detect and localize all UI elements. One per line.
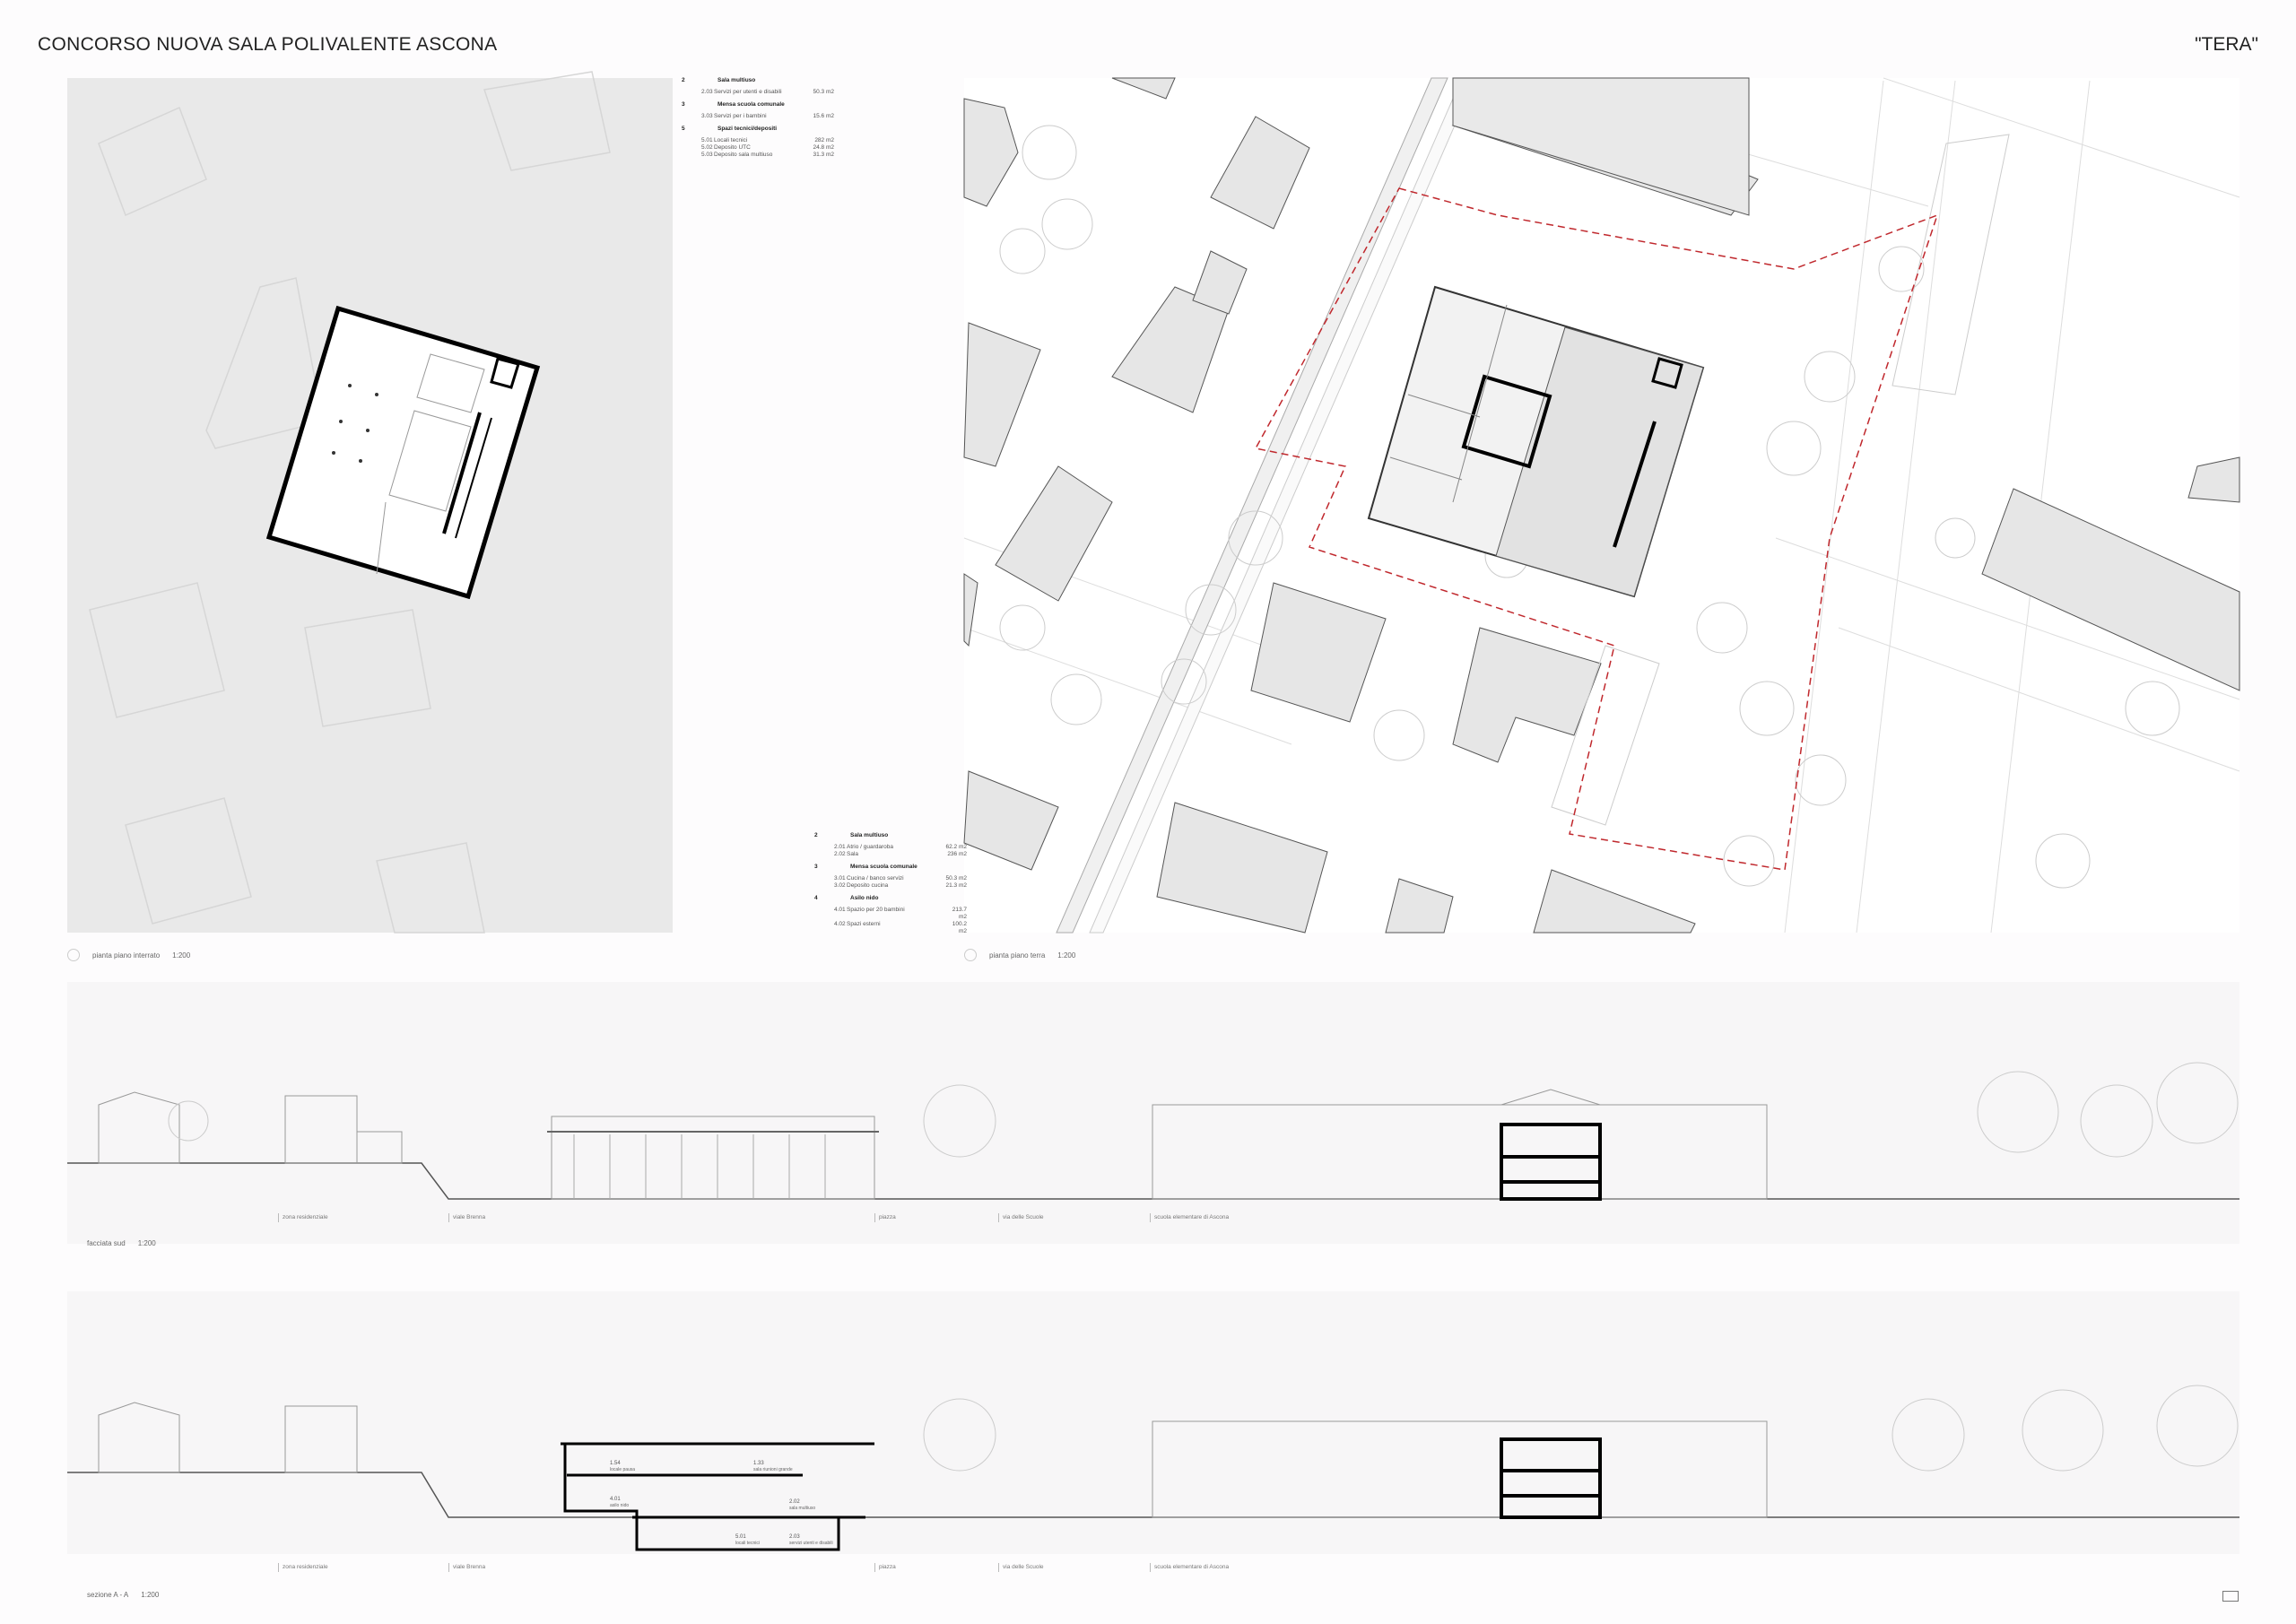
section-room-label: locale pausa (610, 1467, 635, 1472)
legend-group-title: Spazi tecnici/depositi (718, 126, 778, 132)
legend-group-title: Mensa scuola comunale (718, 101, 785, 108)
board-marker-icon (2222, 1591, 2239, 1602)
section-room-label: locali tecnici (735, 1541, 760, 1546)
legend-group-number: 3 (682, 101, 685, 108)
section-room-code: 2.02 (789, 1499, 800, 1505)
ground-label: zona residenziale (278, 1563, 328, 1572)
section-room-code: 5.01 (735, 1534, 746, 1540)
north-arrow-icon (964, 949, 977, 961)
south-elevation (67, 982, 2239, 1244)
ground-label: piazza (874, 1213, 896, 1222)
section-room-code: 4.01 (610, 1497, 621, 1502)
section-room-label: sala multiuso (789, 1506, 815, 1511)
legend-group-number: 4 (814, 895, 818, 901)
section-room-label: sala riunioni grande (753, 1467, 793, 1472)
section-room-code: 1.33 (753, 1461, 764, 1466)
legend-group-title: Sala multiuso (718, 77, 756, 83)
section-room-code: 1.54 (610, 1461, 621, 1466)
section-a-a: 1.54 locale pausa 1.33 sala riunioni gra… (67, 1291, 2239, 1554)
ground-label: scuola elementare di Ascona (1150, 1563, 1229, 1572)
legend-group-number: 2 (814, 832, 818, 838)
legend-group-title: Asilo nido (850, 895, 879, 901)
caption-elevation: facciata sud 1:200 (87, 1239, 156, 1247)
legend-group-number: 2 (682, 77, 685, 83)
ground-label: via delle Scuole (998, 1213, 1044, 1222)
ground-plan (963, 77, 2240, 934)
site-boundary (1254, 187, 1939, 871)
caption-basement: pianta piano interrato 1:200 (67, 949, 190, 961)
ground-label: piazza (874, 1563, 896, 1572)
section-room-label: asilo nido (610, 1503, 629, 1508)
legend-group-title: Sala multiuso (850, 832, 889, 838)
ground-label: scuola elementare di Ascona (1150, 1213, 1229, 1222)
legend-group-number: 3 (814, 864, 818, 870)
ground-label: viale Brenna (448, 1213, 485, 1222)
north-arrow-icon (67, 949, 80, 961)
ground-label: via delle Scuole (998, 1563, 1044, 1572)
project-name: "TERA" (2195, 34, 2258, 55)
ground-label: viale Brenna (448, 1563, 485, 1572)
basement-plan (67, 71, 673, 934)
caption-ground: pianta piano terra 1:200 (964, 949, 1075, 961)
caption-section: sezione A - A 1:200 (87, 1591, 160, 1599)
section-room-label: servizi utenti e disabili (789, 1541, 833, 1546)
section-room-code: 2.03 (789, 1534, 800, 1540)
legend-group-number: 5 (682, 126, 685, 132)
board-title: CONCORSO NUOVA SALA POLIVALENTE ASCONA (38, 34, 498, 55)
legend-group-title: Mensa scuola comunale (850, 864, 918, 870)
ground-label: zona residenziale (278, 1213, 328, 1222)
